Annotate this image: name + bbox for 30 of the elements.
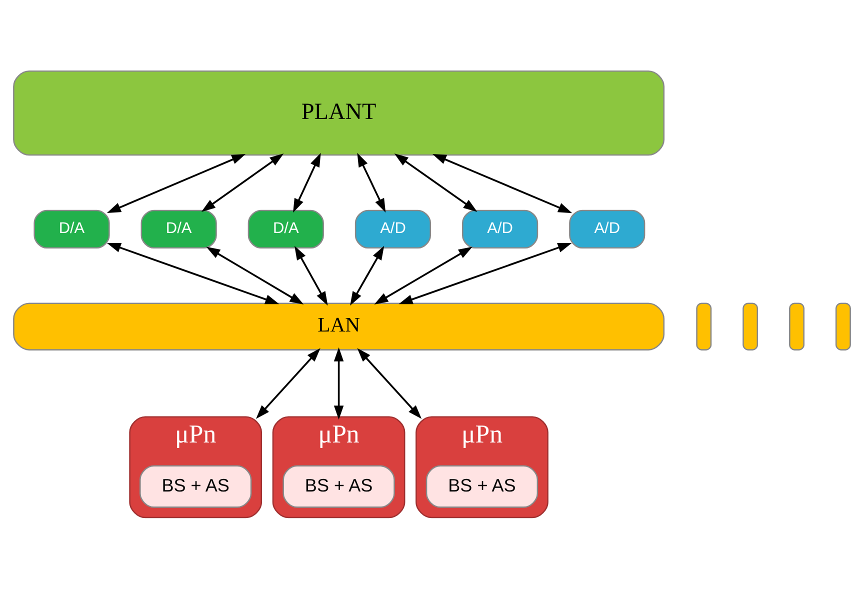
node-box: D/A [34,209,110,248]
node-bar [835,302,851,350]
arrow [256,348,320,418]
arrow [334,346,344,420]
arrow [374,246,472,304]
arrow [432,153,572,213]
node-box: D/A [140,209,217,248]
node-bar [742,302,758,350]
node-box: A/D [569,209,646,248]
node-box: A/D [462,209,538,248]
arrow [357,348,422,418]
node-box: PLANT [13,70,665,156]
arrow [201,152,284,212]
node-box: LAN [13,302,665,350]
arrow [394,152,478,212]
arrow [106,242,280,304]
node-box: BS + AS [282,464,395,508]
arrow [293,152,321,212]
node-box: A/D [354,209,432,248]
node-box: BS + AS [139,464,252,508]
arrow [350,245,384,306]
arrow [398,242,572,304]
arrow [357,152,386,212]
node-box: BS + AS [426,464,538,508]
arrow [106,153,246,212]
node-bar [789,302,804,350]
node-box: D/A [248,209,324,248]
arrow [294,245,328,306]
arrow [206,246,304,304]
node-bar [696,302,712,350]
